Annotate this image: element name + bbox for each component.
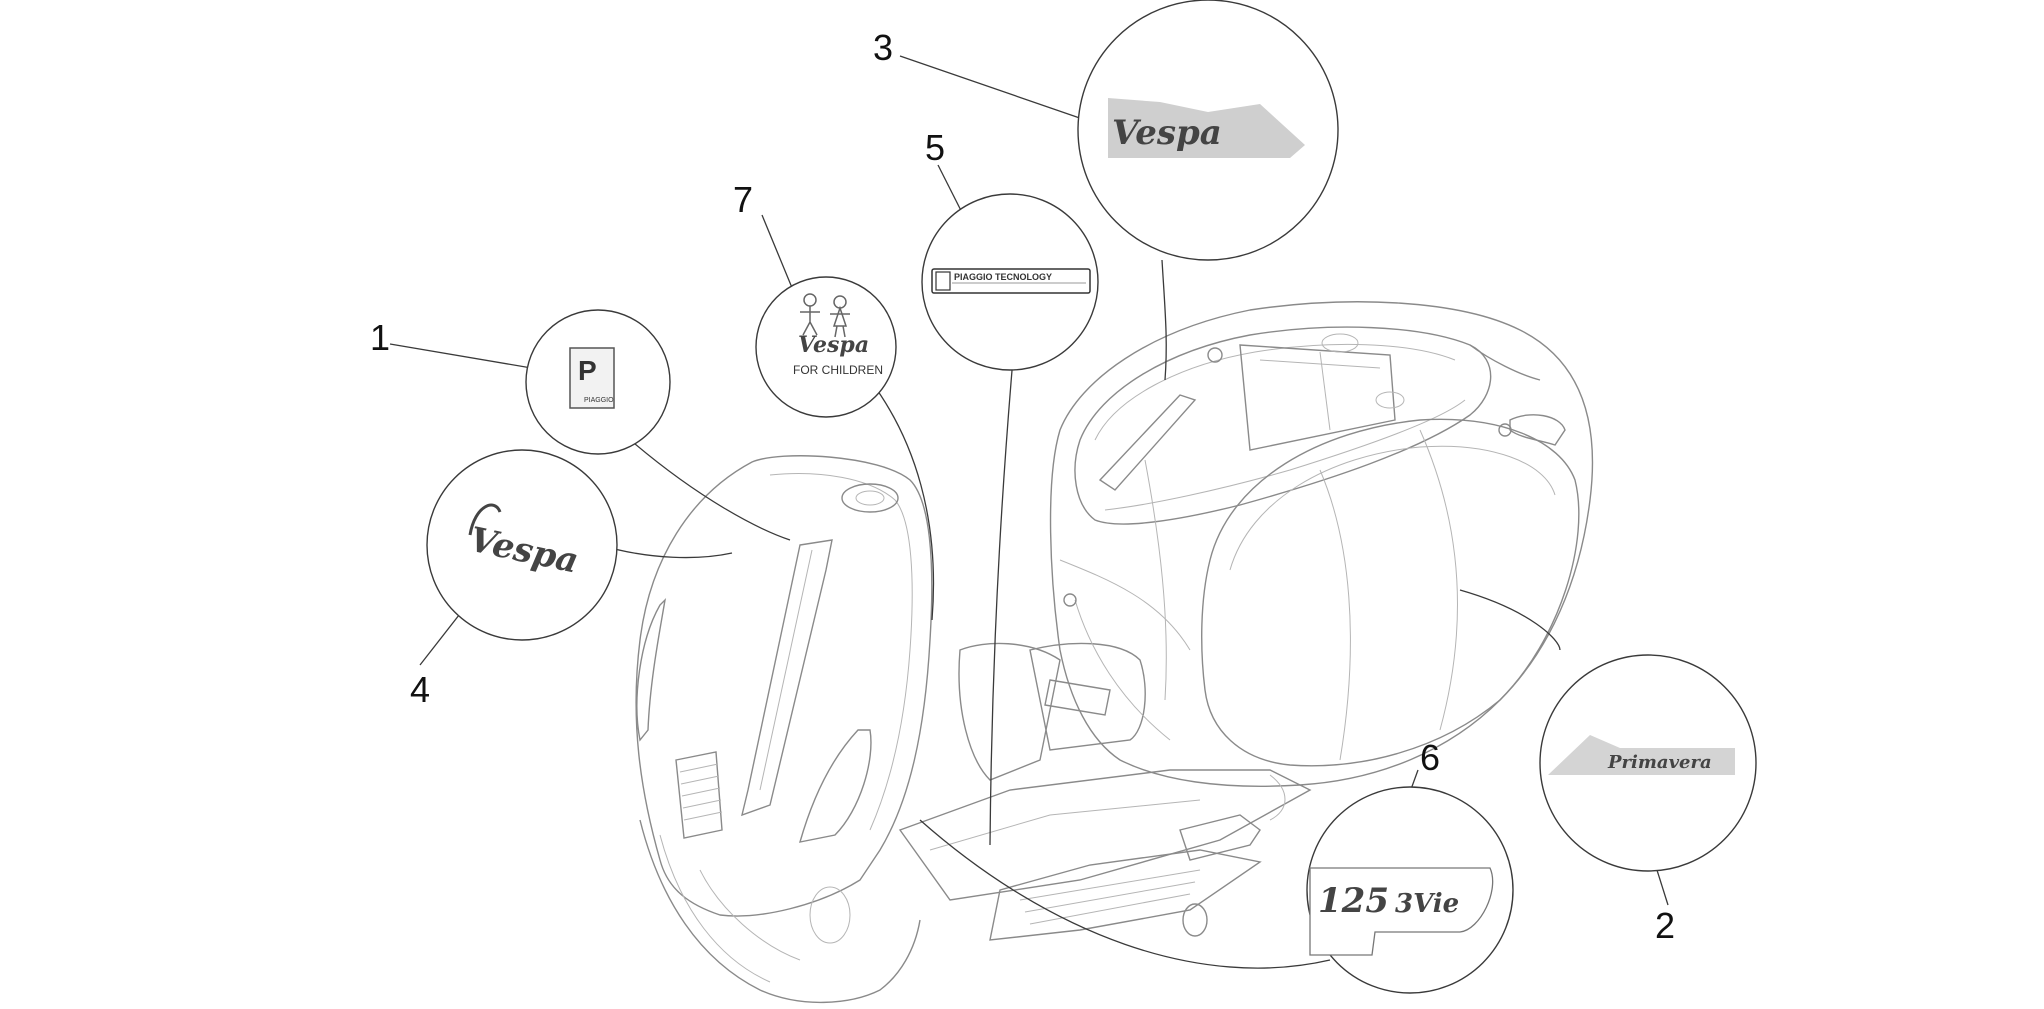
callout-number-1: 1 <box>370 317 390 358</box>
model-badge-number: 125 <box>1318 881 1389 921</box>
bubble-1-piaggio-badge: P PIAGGIO <box>525 309 671 455</box>
primavera-script: Primavera <box>1607 752 1712 773</box>
bubble-6-model-badge: 125 3Vie <box>1306 786 1514 994</box>
callout-numbers: 1 2 3 4 5 6 7 <box>370 27 1675 946</box>
vespa-for-children-script: Vespa <box>798 332 869 358</box>
horn-grille <box>675 751 723 839</box>
callout-number-7: 7 <box>733 179 753 220</box>
bubble-5-piaggio-technology: PIAGGIO TECNOLOGY <box>921 193 1099 371</box>
callout-number-5: 5 <box>925 127 945 168</box>
bubble-2-primavera: Primavera <box>1539 654 1757 872</box>
vespa-for-children-sub: FOR CHILDREN <box>793 363 883 377</box>
bubble-3-vespa-tail: Vespa <box>1077 0 1339 261</box>
callout-number-4: 4 <box>410 669 430 710</box>
bubble-7-vespa-for-children: Vespa FOR CHILDREN <box>755 276 897 418</box>
bubble-4-vespa-script: Vespa <box>426 449 618 641</box>
children-figures-icon <box>800 293 850 338</box>
piaggio-badge-letter: P <box>578 355 597 386</box>
vespa-tail-script: Vespa <box>1112 113 1222 153</box>
scooter-body-drawing <box>635 301 1594 1004</box>
callout-number-6: 6 <box>1420 737 1440 778</box>
callout-number-2: 2 <box>1655 905 1675 946</box>
piaggio-technology-text: PIAGGIO TECNOLOGY <box>954 272 1052 282</box>
callout-number-3: 3 <box>873 27 893 68</box>
model-badge-suffix: 3Vie <box>1395 889 1459 919</box>
piaggio-badge-text: PIAGGIO <box>584 397 614 404</box>
